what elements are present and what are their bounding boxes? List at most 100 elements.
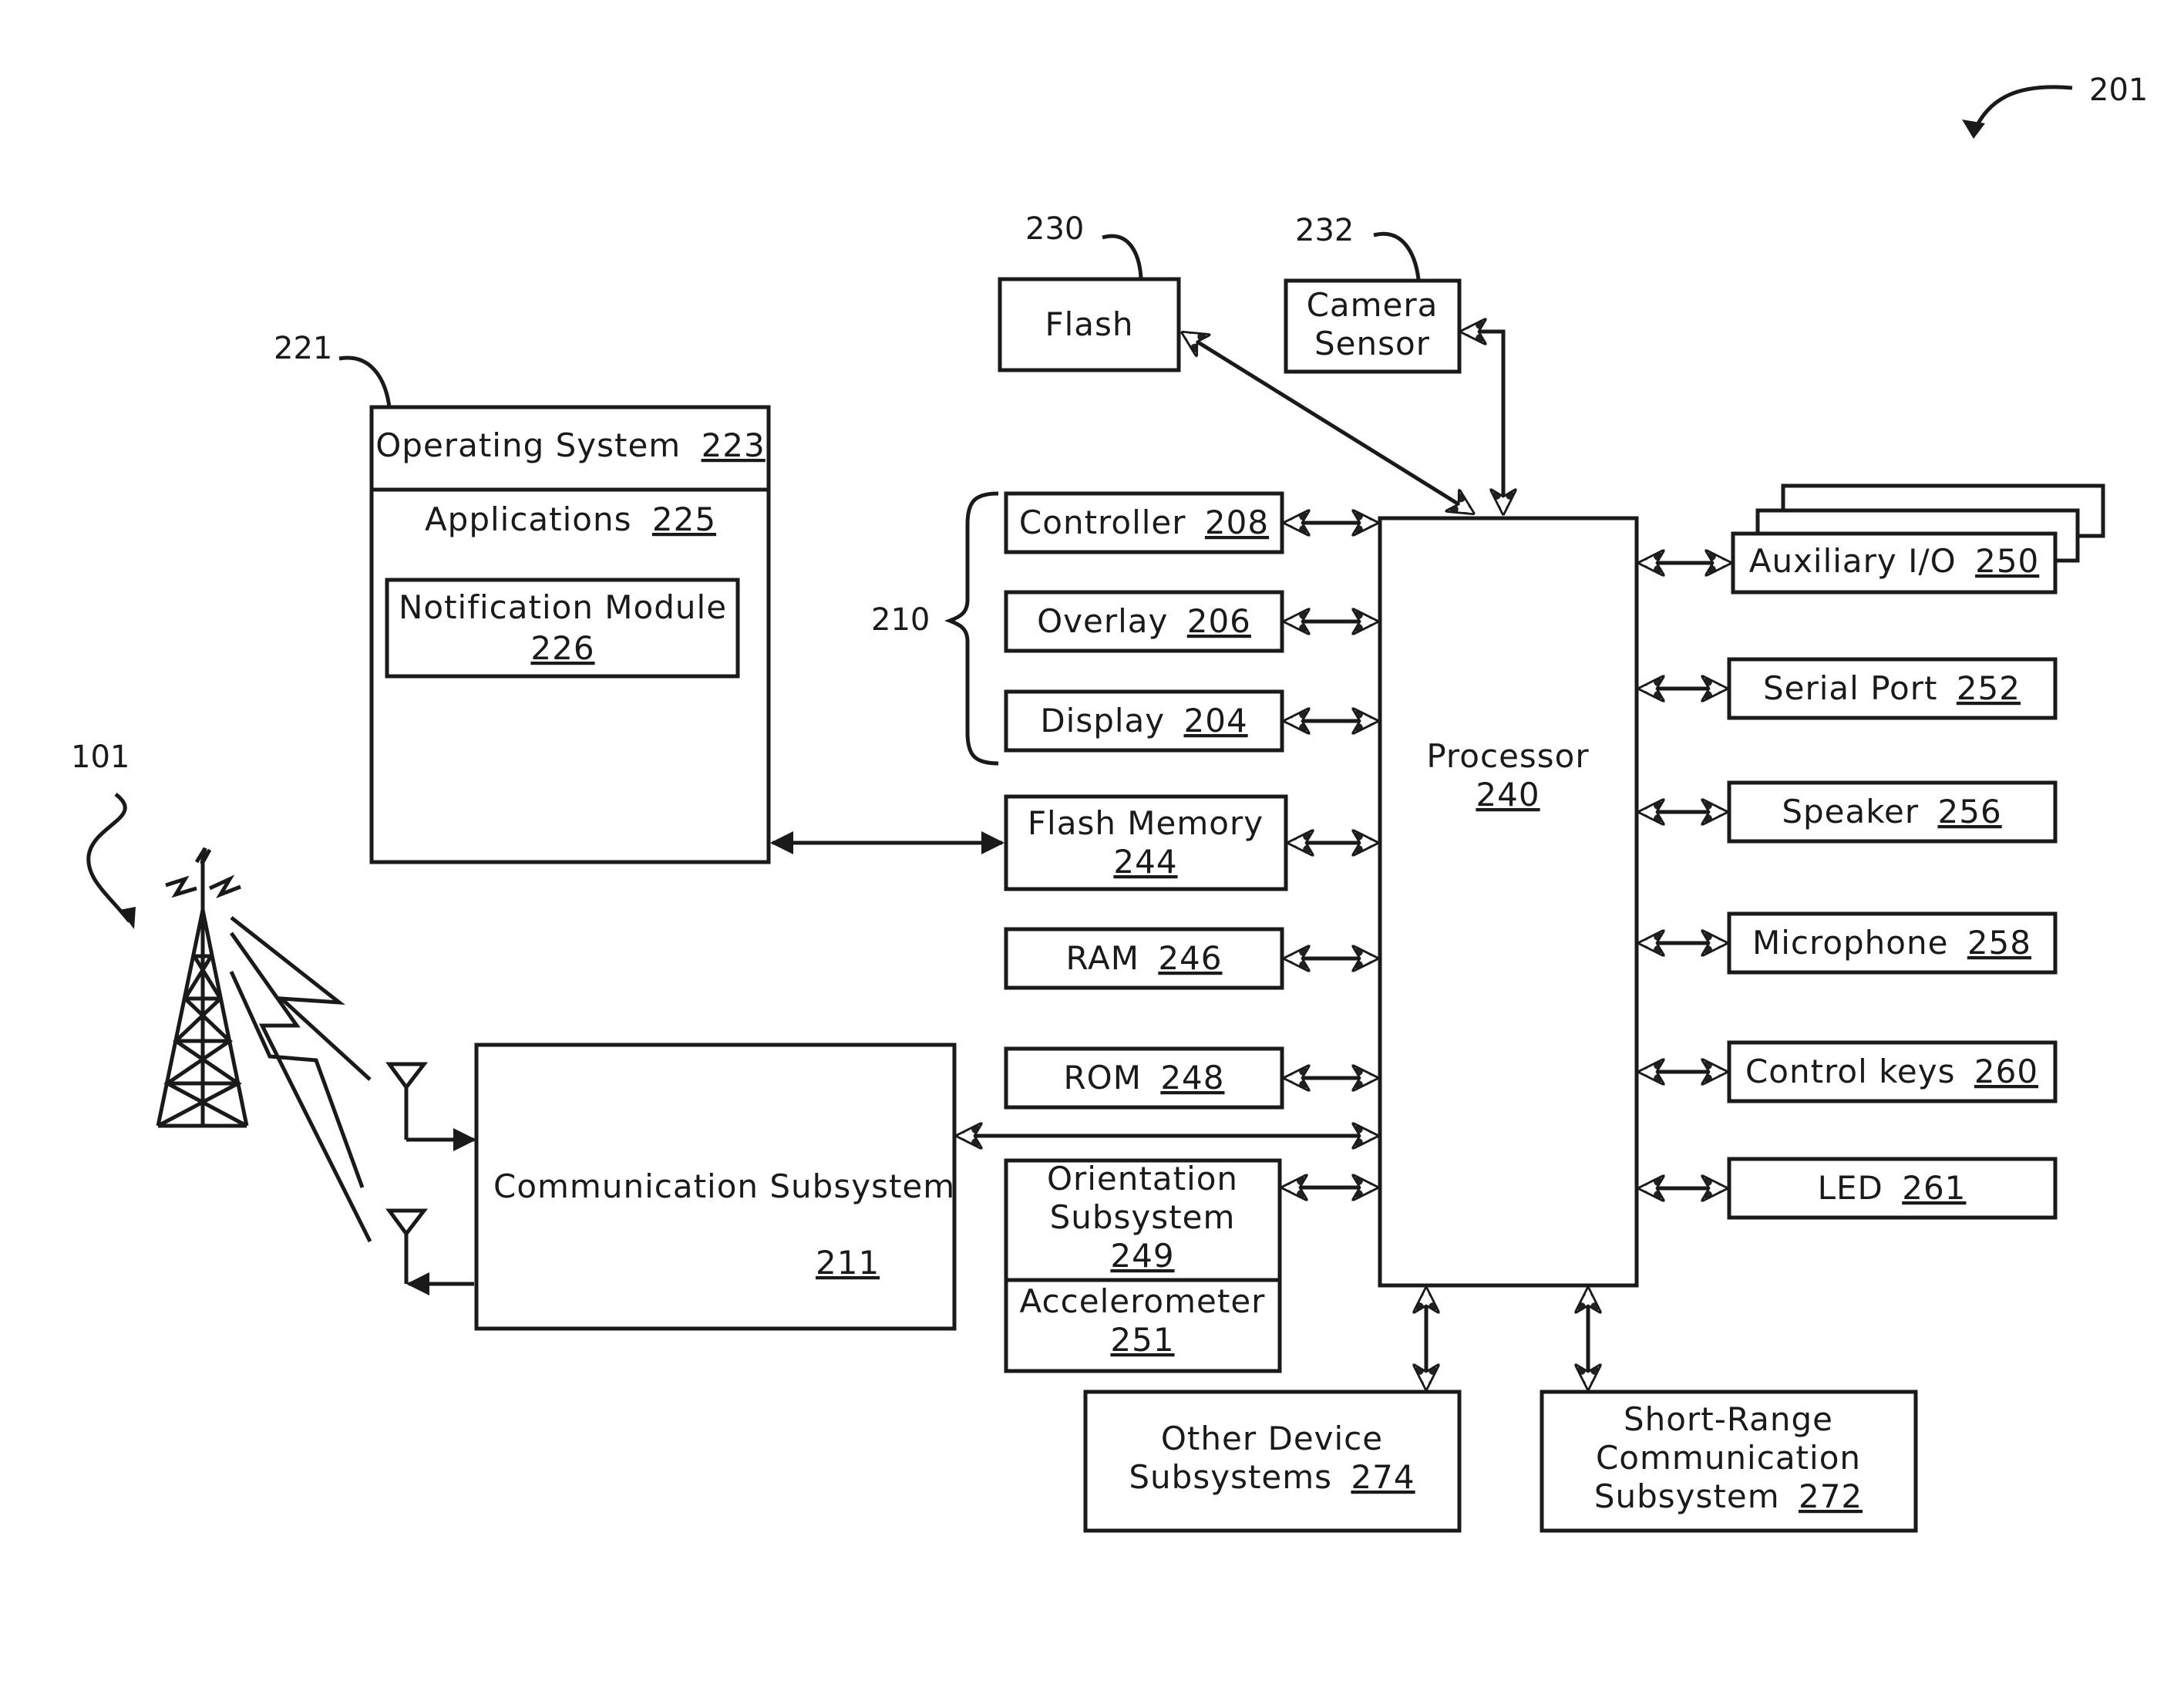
orientation-subsystem-block: Orientation Subsystem 249 — [1006, 1160, 1280, 1280]
svg-text:Auxiliary I/O 250: Auxiliary I/O 250 — [1749, 542, 2040, 580]
svg-text:LED 261: LED 261 — [1818, 1169, 1967, 1207]
controller-label: Controller — [1019, 504, 1186, 541]
wireless-signal-icon — [231, 918, 370, 1241]
other-label-line1: Other Device — [1161, 1420, 1383, 1457]
speaker-number: 256 — [1938, 793, 2002, 830]
short-range-line2: Communication — [1596, 1439, 1861, 1477]
network-ref-label: 101 — [71, 739, 130, 775]
speaker-block: Speaker 256 — [1729, 783, 2055, 841]
svg-text:RAM 246: RAM 246 — [1066, 939, 1223, 977]
microphone-block: Microphone 258 — [1729, 914, 2055, 972]
svg-text:Subsystems 274: Subsystems 274 — [1129, 1458, 1415, 1496]
software-group-ref: 221 — [274, 331, 332, 366]
auxiliary-io-block: Auxiliary I/O 250 — [1733, 486, 2103, 592]
antenna-top-icon — [389, 1064, 474, 1140]
svg-text:Serial Port 252: Serial Port 252 — [1763, 669, 2021, 707]
rom-label: ROM — [1063, 1059, 1141, 1097]
display-block: Display 204 — [1006, 692, 1282, 750]
svg-text:Display 204: Display 204 — [1040, 702, 1247, 739]
led-block: LED 261 — [1729, 1159, 2055, 1218]
comm-label: Communication Subsystem — [493, 1167, 955, 1205]
network-ref: 101 — [71, 739, 136, 929]
other-label-line2: Subsystems — [1129, 1458, 1332, 1496]
network-ref-arrow — [89, 794, 130, 921]
camera-ref: 232 — [1295, 213, 1354, 248]
flash-memory-number: 244 — [1113, 843, 1177, 881]
svg-text:ROM 248: ROM 248 — [1063, 1059, 1224, 1097]
os-label: Operating System — [375, 426, 681, 464]
controller-number: 208 — [1205, 504, 1269, 541]
software-group: 221 Operating System 223 Applications 22… — [274, 331, 769, 862]
led-label: LED — [1818, 1169, 1883, 1207]
short-range-line3: Subsystem — [1594, 1477, 1780, 1515]
orientation-label-line2: Subsystem — [1050, 1198, 1236, 1236]
short-range-number: 272 — [1799, 1477, 1863, 1515]
flash-memory-block: Flash Memory 244 — [1006, 797, 1286, 889]
svg-text:Speaker 256: Speaker 256 — [1782, 793, 2001, 830]
camera-sensor-block: 232 Camera Sensor — [1286, 213, 1459, 372]
cell-tower-icon — [158, 848, 247, 1126]
software-group-ref-leader — [339, 358, 389, 407]
flash-block: 230 Flash — [1000, 211, 1179, 370]
led-number: 261 — [1902, 1169, 1966, 1207]
control-keys-number: 260 — [1974, 1053, 2038, 1090]
notification-label: Notification Module — [399, 588, 727, 626]
flash-label: Flash — [1045, 305, 1133, 343]
overlay-block: Overlay 206 — [1006, 592, 1282, 651]
orientation-label-line1: Orientation — [1047, 1160, 1238, 1198]
controller-block: Controller 208 — [1006, 494, 1282, 552]
flash-memory-label: Flash Memory — [1028, 804, 1264, 842]
ram-number: 246 — [1158, 939, 1222, 977]
flash-ref: 230 — [1025, 211, 1084, 247]
notification-number: 226 — [530, 629, 594, 667]
svg-text:Control keys 260: Control keys 260 — [1745, 1053, 2038, 1090]
processor-number: 240 — [1476, 776, 1540, 814]
orientation-number: 249 — [1110, 1237, 1174, 1275]
camera-label-line1: Camera — [1307, 286, 1439, 324]
aux-io-label: Auxiliary I/O — [1749, 542, 1957, 580]
comm-number: 211 — [816, 1244, 880, 1282]
communication-subsystem-block: Communication Subsystem 211 — [476, 1045, 955, 1329]
aux-io-number: 250 — [1975, 542, 2039, 580]
antenna-bottom-icon — [389, 1211, 474, 1284]
os-number: 223 — [702, 426, 766, 464]
other-number: 274 — [1351, 1458, 1415, 1496]
svg-text:Subsystem 272: Subsystem 272 — [1594, 1477, 1863, 1515]
svg-text:Overlay 206: Overlay 206 — [1037, 602, 1251, 640]
display-number: 204 — [1184, 702, 1248, 739]
accelerometer-number: 251 — [1110, 1321, 1174, 1359]
other-device-subsystems-block: Other Device Subsystems 274 — [1085, 1392, 1459, 1531]
ram-block: RAM 246 — [1006, 929, 1282, 988]
overlay-number: 206 — [1187, 602, 1251, 640]
display-label: Display — [1040, 702, 1165, 739]
serial-port-block: Serial Port 252 — [1729, 659, 2055, 718]
overlay-label: Overlay — [1037, 602, 1168, 640]
short-range-communication-block: Short-Range Communication Subsystem 272 — [1542, 1392, 1916, 1531]
processor-block: Processor 240 — [1380, 518, 1637, 1285]
control-keys-label: Control keys — [1745, 1053, 1956, 1090]
ram-label: RAM — [1066, 939, 1139, 977]
figure-ref-label: 201 — [2089, 72, 2148, 108]
display-group-ref: 210 — [871, 602, 930, 638]
svg-text:Controller 208: Controller 208 — [1019, 504, 1269, 541]
display-group-brace: 210 — [871, 494, 998, 763]
figure-ref: 201 — [1962, 72, 2148, 139]
accelerometer-block: Accelerometer 251 — [1006, 1280, 1280, 1371]
accelerometer-label: Accelerometer — [1020, 1282, 1266, 1320]
camera-label-line2: Sensor — [1314, 325, 1430, 362]
link-camera-processor — [1462, 332, 1503, 513]
microphone-label: Microphone — [1752, 924, 1948, 962]
svg-text:Applications 225: Applications 225 — [425, 500, 716, 538]
serial-port-number: 252 — [1957, 669, 2021, 707]
short-range-line1: Short-Range — [1624, 1400, 1833, 1438]
microphone-number: 258 — [1967, 924, 2031, 962]
svg-text:Operating System 223: Operating System 223 — [375, 426, 765, 464]
apps-label: Applications — [425, 500, 632, 538]
processor-label: Processor — [1426, 737, 1589, 775]
apps-number: 225 — [652, 500, 716, 538]
control-keys-block: Control keys 260 — [1729, 1043, 2055, 1101]
speaker-label: Speaker — [1782, 793, 1919, 830]
figure-ref-arrow — [1974, 87, 2072, 133]
serial-port-label: Serial Port — [1763, 669, 1937, 707]
